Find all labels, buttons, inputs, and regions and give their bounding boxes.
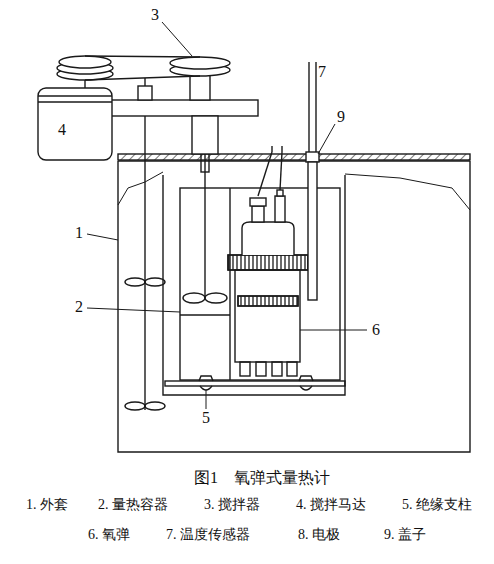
callout-number: 2 bbox=[74, 298, 84, 316]
oxygen-bomb bbox=[277, 190, 283, 196]
callout-number: 9 bbox=[336, 108, 346, 126]
insulating-support bbox=[299, 376, 313, 381]
part-legend: 4. 搅拌马达 bbox=[296, 497, 366, 512]
insulating-support bbox=[200, 386, 212, 390]
outer-jacket bbox=[163, 175, 345, 395]
leader-line bbox=[87, 22, 367, 409]
callout-number: 7 bbox=[317, 63, 327, 81]
callout-number: 4 bbox=[57, 121, 67, 139]
leader-line bbox=[87, 308, 180, 312]
callout-number: 6 bbox=[371, 321, 381, 339]
oxygen-bomb bbox=[287, 362, 297, 376]
outer-jacket bbox=[118, 161, 470, 452]
outer-jacket bbox=[345, 174, 470, 210]
oxygen-bomb bbox=[250, 198, 266, 206]
pulley-belt bbox=[170, 57, 230, 69]
oxygen-bomb bbox=[272, 362, 282, 376]
leader-line bbox=[162, 22, 192, 56]
part-legend: 2. 量热容器 bbox=[98, 497, 168, 512]
temperature-sensor bbox=[308, 162, 317, 300]
drive-frame bbox=[100, 100, 258, 116]
insulating-support bbox=[199, 376, 213, 381]
electrode bbox=[258, 152, 272, 196]
oxygen-bomb bbox=[228, 255, 308, 270]
stirring-motor bbox=[38, 95, 112, 96]
stirring-motor bbox=[84, 80, 85, 88]
stirrer bbox=[125, 78, 227, 410]
oxygen-bomb bbox=[242, 222, 294, 255]
part-legend: 9. 盖子 bbox=[384, 527, 426, 542]
oxygen-bomb bbox=[228, 255, 308, 270]
oxygen-bomb bbox=[240, 362, 250, 376]
stirrer bbox=[125, 278, 145, 286]
part-legend: 1. 外套 bbox=[26, 497, 68, 512]
calorimeter-container bbox=[165, 381, 345, 386]
temperature-sensor bbox=[306, 152, 319, 162]
callout-number: 1 bbox=[74, 224, 84, 242]
drive-frame bbox=[100, 68, 258, 154]
leader-line bbox=[206, 390, 207, 409]
outer-jacket bbox=[118, 172, 163, 205]
electrode bbox=[271, 146, 272, 152]
calorimeter-container bbox=[229, 188, 230, 380]
callout-number: 5 bbox=[201, 409, 211, 427]
lid bbox=[118, 154, 470, 160]
stirrer bbox=[125, 402, 145, 410]
electrode bbox=[280, 152, 282, 190]
part-legend: 5. 绝缘支柱 bbox=[402, 497, 472, 512]
drive-frame bbox=[138, 86, 152, 100]
stirring-motor bbox=[38, 101, 112, 102]
pulley-belt bbox=[57, 56, 230, 80]
stirrer bbox=[145, 402, 165, 410]
callout-number: 3 bbox=[150, 6, 160, 24]
stirrer bbox=[183, 293, 205, 303]
outer-jacket bbox=[118, 161, 470, 452]
oxygen-bomb bbox=[238, 296, 298, 306]
stirrer bbox=[144, 78, 145, 410]
calorimeter-container bbox=[180, 314, 230, 315]
drive-frame bbox=[192, 116, 218, 154]
pulley-belt bbox=[59, 56, 111, 68]
leader-line bbox=[87, 234, 118, 240]
oxygen-bomb bbox=[235, 270, 300, 362]
oxygen-bomb bbox=[252, 206, 264, 222]
part-legend: 8. 电极 bbox=[298, 527, 340, 542]
oxygen-bomb bbox=[228, 190, 308, 376]
lid bbox=[118, 154, 470, 160]
temperature-sensor bbox=[306, 62, 319, 300]
electrode bbox=[281, 146, 282, 152]
part-legend: 3. 搅拌器 bbox=[204, 497, 260, 512]
pulley-belt bbox=[85, 76, 200, 80]
insulating-support bbox=[199, 376, 313, 390]
oxygen-bomb bbox=[256, 362, 266, 376]
stirring-motor bbox=[38, 88, 112, 160]
part-legend: 6. 氧弹 bbox=[88, 527, 130, 542]
stirrer bbox=[205, 293, 227, 303]
figure-caption: 图1 氧弹式量热计 bbox=[194, 469, 330, 487]
pulley-belt bbox=[85, 56, 200, 57]
calorimeter-container bbox=[165, 188, 345, 386]
insulating-support bbox=[300, 386, 312, 390]
part-legend: 7. 温度传感器 bbox=[166, 527, 250, 542]
leader-line bbox=[318, 124, 335, 154]
oxygen-bomb bbox=[238, 296, 298, 306]
temperature-sensor bbox=[308, 62, 309, 160]
stirrer bbox=[145, 278, 165, 286]
stirring-motor bbox=[38, 80, 112, 160]
oxygen-bomb bbox=[275, 196, 285, 222]
electrode bbox=[258, 146, 282, 196]
leader-line bbox=[300, 330, 367, 331]
